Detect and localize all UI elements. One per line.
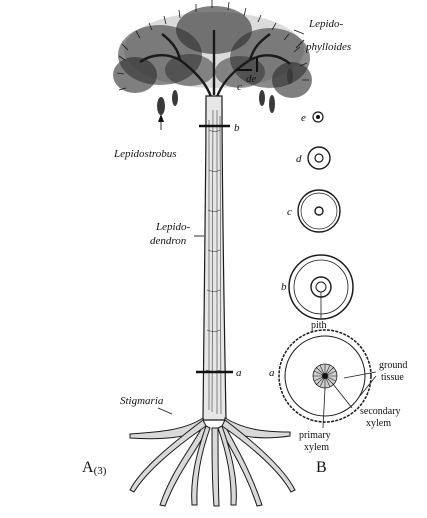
- stigmaria-roots: [129, 417, 296, 507]
- section-letter-d: d: [296, 153, 302, 165]
- pith-label: pith: [311, 320, 327, 331]
- secondary-xylem-pointer: [332, 383, 353, 409]
- secondary-xylem-label-line2: xylem: [366, 418, 391, 429]
- section-letter-c: c: [287, 206, 292, 218]
- tree-mark-b: b: [234, 122, 240, 134]
- ground-tissue-pointer: [343, 371, 377, 397]
- stigmaria-label: Stigmaria: [120, 395, 164, 407]
- section-a: [278, 329, 372, 423]
- section-d: [307, 146, 331, 170]
- lepidodendron-tree: [113, 0, 312, 507]
- tree-mark-de: de: [246, 73, 257, 85]
- secondary-xylem-label-line1: secondary: [360, 406, 401, 417]
- cross-sections: [278, 111, 377, 429]
- section-letter-e: e: [301, 112, 306, 124]
- panel-b-label: B: [316, 459, 327, 476]
- crown-foliage: [113, 0, 312, 115]
- tree-mark-a: a: [236, 367, 242, 379]
- stigmaria-pointer: [157, 407, 173, 415]
- primary-xylem-pointer: [322, 387, 326, 429]
- lepidophylloides-label-line1: Lepido-: [308, 18, 344, 30]
- tree-mark-c: c: [237, 81, 242, 93]
- ground-tissue-label-line1: ground: [379, 360, 407, 371]
- primary-xylem-label-line2: xylem: [304, 442, 329, 453]
- section-letter-b: b: [281, 281, 287, 293]
- ground-tissue-label-line2: tissue: [381, 372, 404, 383]
- lepidophylloides-label-line2: phylloides: [305, 41, 351, 53]
- lepidodendron-label-line2: dendron: [150, 235, 187, 247]
- lepidostrobus-label: Lepidostrobus: [113, 148, 177, 160]
- primary-xylem-label-line1: primary: [299, 430, 331, 441]
- trunk: [202, 95, 227, 421]
- section-b: [288, 254, 354, 320]
- section-c: [297, 189, 341, 233]
- lepidostrobus-arrowhead: [158, 114, 164, 122]
- section-e: [312, 111, 324, 123]
- lepidodendron-label-line1: Lepido-: [155, 221, 191, 233]
- panel-a-label: A(3): [82, 459, 107, 477]
- section-letter-a: a: [269, 367, 275, 379]
- lepidophylloides-pointer: [293, 29, 305, 49]
